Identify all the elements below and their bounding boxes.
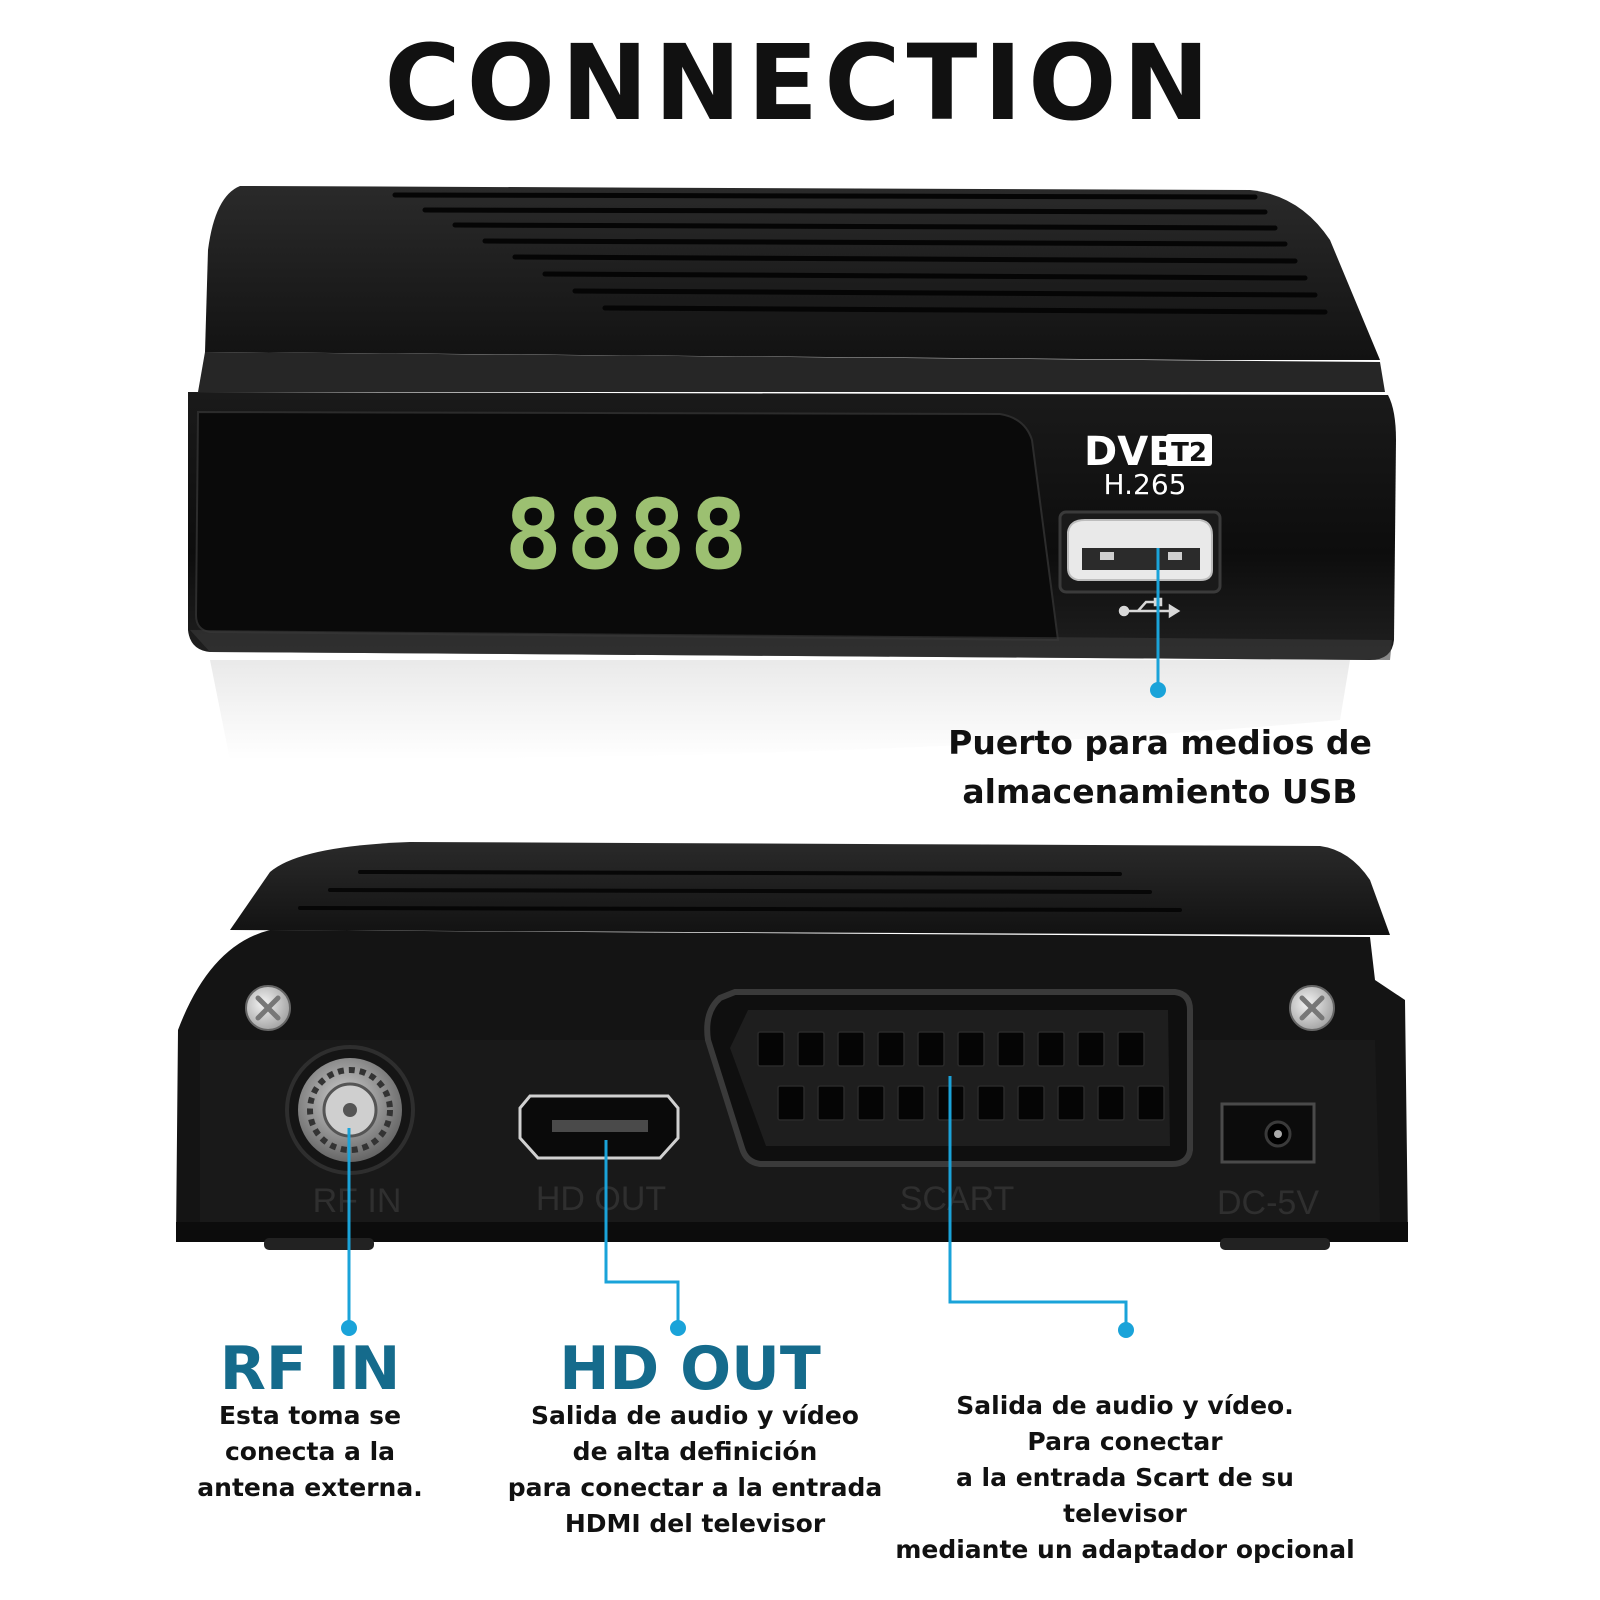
hdmi-port: [518, 1094, 680, 1160]
dc-power-jack: [1220, 1102, 1316, 1164]
rear-label-hd-out: HD OUT: [536, 1180, 666, 1218]
dvb-logo-text: DVB: [1084, 429, 1179, 475]
rear-label-scart: SCART: [900, 1180, 1015, 1218]
callout-lines: [347, 548, 1160, 1328]
callout-dot-rf-in: [341, 1320, 357, 1336]
callout-line-hd-out: [604, 1140, 680, 1324]
dvb-t2-logo: DVB T2 H.265: [1084, 429, 1212, 501]
page-title: CONNECTION: [384, 22, 1216, 144]
scart-description: Salida de audio y vídeo. Para conectar a…: [895, 1391, 1355, 1564]
screw-left: [245, 985, 291, 1031]
callout-dot-hd-out: [670, 1320, 686, 1336]
screw-right: [1289, 985, 1335, 1031]
rear-label-rf-in: RF IN: [313, 1182, 402, 1220]
usb-callout-text: Puerto para medios de almacenamiento USB: [948, 723, 1372, 811]
rf-in-description: Esta toma se conecta a la antena externa…: [197, 1401, 423, 1502]
usb-icon: [1118, 597, 1181, 619]
rf-in-heading: RF IN: [219, 1334, 401, 1404]
receiver-front-view: [188, 186, 1396, 760]
hd-out-description: Salida de audio y vídeo de alta definici…: [507, 1401, 883, 1538]
rf-in-connector: [285, 1045, 415, 1175]
callout-dot-usb: [1150, 682, 1166, 698]
callout-line-scart: [948, 1076, 1128, 1328]
led-display: 8888: [504, 479, 751, 591]
hd-out-heading: HD OUT: [559, 1334, 821, 1404]
t2-logo-text: T2: [1171, 438, 1207, 468]
callout-dots: [341, 682, 1166, 1338]
usb-port: [1058, 510, 1222, 594]
callout-dot-scart: [1118, 1322, 1134, 1338]
codec-label: H.265: [1104, 468, 1187, 501]
rear-label-dc-5v: DC-5V: [1217, 1184, 1319, 1222]
